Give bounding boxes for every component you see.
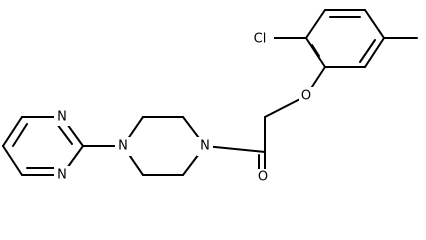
bond xyxy=(2,145,23,176)
atom-ether-oxygen: O xyxy=(299,87,314,106)
atom-label-o-carbonyl: O xyxy=(258,170,268,185)
atom-carbonyl-oxygen: O xyxy=(256,169,271,185)
structure-canvas: Cl O O N N N N xyxy=(2,9,418,185)
pyrimidine-ring xyxy=(2,116,84,176)
bond xyxy=(2,116,23,147)
atom-label-n: N xyxy=(118,139,128,154)
atom-label-o-ether: O xyxy=(301,89,311,104)
bond xyxy=(364,9,385,39)
atom-label-n: N xyxy=(200,139,210,154)
atom-piperazine-n-left: N xyxy=(115,137,131,156)
atom-label-cl: Cl xyxy=(254,32,267,47)
atom-label-n: N xyxy=(57,110,67,125)
atom-label-n: N xyxy=(57,168,67,183)
double-bond-inner xyxy=(12,123,28,147)
atom-piperazine-n-right: N xyxy=(197,137,213,156)
carbonyl-nitrogen-bond xyxy=(204,145,266,153)
double-bond-inner xyxy=(359,39,376,63)
double-bond-inner xyxy=(311,44,320,57)
bond xyxy=(305,37,326,68)
atom-chlorine: Cl xyxy=(248,28,274,48)
benzene-ring xyxy=(305,9,385,68)
bond xyxy=(305,9,326,39)
double-bond-inner xyxy=(56,123,73,145)
atom-pyrimidine-n-bottom: N xyxy=(54,166,70,185)
chemical-structure-diagram: Cl O O N N N N xyxy=(2,9,418,185)
piperazine-ring xyxy=(122,116,206,176)
bond xyxy=(364,37,385,68)
atom-pyrimidine-n-top: N xyxy=(54,107,70,126)
